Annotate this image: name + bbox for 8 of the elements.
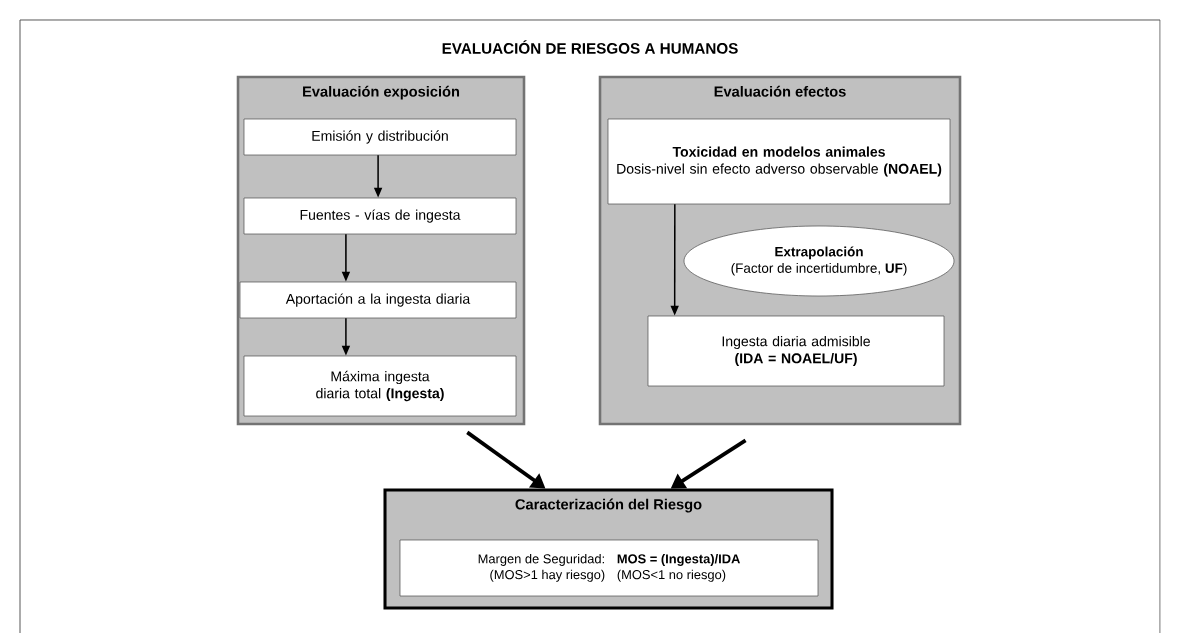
- title: EVALUACIÓN DE RIESGOS A HUMANOS: [442, 40, 738, 54]
- process-box: Ingesta diaria admisible (IDA = NOAEL/UF): [647, 315, 945, 387]
- process-box: Emisión y distribución: [243, 118, 517, 156]
- process-box: Aportación a la ingesta diaria: [239, 281, 517, 319]
- process-box: Toxicidad en modelos animales Dosis-nivel sin efecto adverso observable (NOAEL): [607, 118, 951, 205]
- process-box: Fuentes - vías de ingesta: [243, 197, 517, 235]
- result-box: Margen de Seguridad: MOS = (Ingesta)/IDA (MOS>1 hay riesgo) (MOS<1 no riesgo): [399, 539, 819, 597]
- process-box: Máxima ingesta diaria total (Ingesta): [243, 355, 517, 417]
